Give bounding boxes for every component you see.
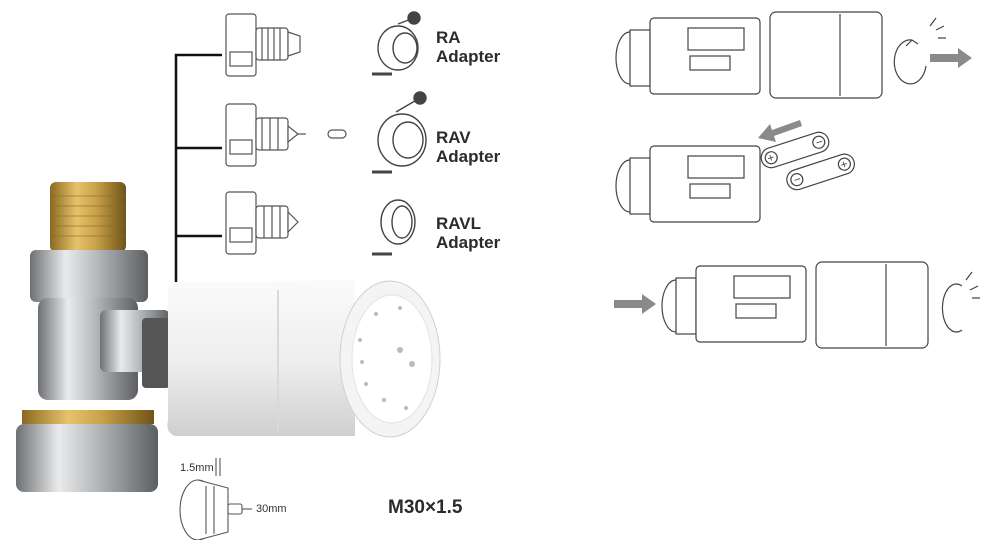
svg-text:−: − xyxy=(814,134,825,149)
rotate-arrow-icon xyxy=(929,17,980,299)
adapter-bracket-line xyxy=(174,53,222,298)
ravl-adapter-line1: RAVL xyxy=(436,214,482,233)
ra-adapter-line2: Adapter xyxy=(436,47,501,66)
pin-length-dimension: 30mm xyxy=(256,503,287,515)
rav-adapter-line2: Adapter xyxy=(436,147,501,166)
thermostat-head xyxy=(142,280,441,438)
thread-spec: M30×1.5 xyxy=(388,497,463,518)
direction-arrow-icon xyxy=(614,294,656,314)
ra-adapter-line1: RA xyxy=(436,28,461,47)
step-close-cap xyxy=(661,261,963,349)
ravl-adapter-line2: Adapter xyxy=(436,233,501,252)
adapter-icon xyxy=(372,11,427,256)
svg-text:+: + xyxy=(765,150,776,165)
step-insert-batteries xyxy=(615,145,761,223)
rav-adapter-label: RAV Adapter xyxy=(436,128,500,166)
direction-arrow-icon xyxy=(758,120,802,142)
ravl-adapter-label: RAVL Adapter xyxy=(436,214,500,252)
valve-line-icon xyxy=(225,13,347,255)
ra-adapter-label: RA Adapter xyxy=(436,28,500,66)
step-open-cap xyxy=(615,11,927,99)
radiator-valve xyxy=(16,182,170,492)
rav-adapter-line1: RAV xyxy=(436,128,471,147)
battery-icon: + − − + xyxy=(760,131,855,191)
svg-text:+: + xyxy=(838,157,849,172)
dimension-drawing xyxy=(179,458,252,540)
svg-text:−: − xyxy=(792,172,803,187)
direction-arrow-icon xyxy=(930,48,972,68)
thread-offset-dimension: 1.5mm xyxy=(180,462,214,474)
